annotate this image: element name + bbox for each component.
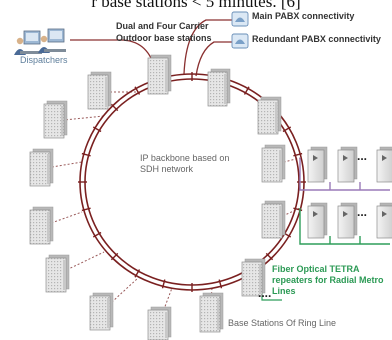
base-station-cabinet-icon (207, 68, 231, 107)
header-text-fragment: r base stations < 5 minutes. [6] (91, 0, 301, 11)
ring-stations-label: Base Stations Of Ring Line (228, 318, 337, 328)
repeater-label: Fiber Optical TETRA repeaters for Radial… (272, 264, 384, 296)
base-station-cabinet-icon (43, 100, 68, 139)
continuation-dots: .... (258, 286, 272, 300)
outdoor-stations-label: Dual and Four Carrier Outdoor base stati… (116, 21, 212, 43)
base-station-cabinet-icon (147, 306, 172, 340)
repeater-unit-icon (337, 202, 358, 239)
ring-link-mark (110, 252, 119, 261)
base-station-cabinet-icon (261, 200, 286, 239)
repeater-unit-icon (307, 146, 328, 183)
continuation-dots: ... (357, 149, 368, 163)
dispatcher-workstation-icon (38, 28, 66, 53)
repeater-unit-icon (337, 146, 358, 183)
base-station-cabinet-icon (261, 144, 286, 183)
ring-link-mark (81, 152, 91, 157)
dispatcher-link-line (70, 39, 157, 75)
base-station-cabinet-icon (147, 54, 172, 95)
ring-link-mark (282, 126, 292, 133)
base-station-cabinet-icon (241, 258, 266, 297)
pabx-phone-icon (231, 33, 249, 49)
repeater-unit-icon (307, 202, 328, 239)
redundant-pabx-label: Redundant PABX connectivity (252, 34, 381, 44)
base-station-cabinet-icon (89, 292, 114, 331)
ring-link-mark (243, 86, 250, 95)
ring-link-mark (161, 279, 166, 289)
station-link-line (39, 211, 83, 228)
ring-backbone (78, 72, 306, 292)
base-station-cabinet-icon (257, 96, 282, 135)
ring-link-mark (92, 231, 102, 238)
repeater-unit-icon (376, 146, 392, 183)
dispatchers-label: Dispatchers (20, 55, 68, 65)
repeater-unit-icon (376, 202, 392, 239)
ring-link-mark (92, 126, 102, 133)
pabx-phone-icon (231, 11, 249, 27)
station-link-line (39, 161, 83, 170)
base-station-cabinet-icon (199, 292, 224, 333)
station-link-line (157, 287, 173, 326)
main-pabx-label: Main PABX connectivity (252, 11, 355, 21)
ring-link-mark (265, 252, 274, 261)
ring-link-mark (134, 86, 141, 95)
ring-link-mark (110, 103, 119, 112)
base-station-cabinet-icon (29, 148, 54, 187)
base-station-cabinet-icon (87, 71, 112, 110)
base-station-cabinet-icon (29, 206, 54, 245)
dispatcher-workstation-icon (14, 30, 42, 55)
ring-link-mark (134, 269, 141, 278)
ring-link-mark (81, 207, 91, 212)
main-pabx-link-line (183, 19, 232, 75)
repeater-line-purple (299, 158, 390, 191)
redundant-pabx-link-line (195, 41, 232, 77)
repeater-line-green (299, 208, 390, 245)
ring-link-mark (293, 152, 303, 157)
continuation-dots: ... (357, 205, 368, 219)
base-station-cabinet-icon (45, 254, 70, 293)
backbone-label: IP backbone based on SDH network (140, 153, 230, 174)
ring-link-mark (218, 279, 223, 289)
